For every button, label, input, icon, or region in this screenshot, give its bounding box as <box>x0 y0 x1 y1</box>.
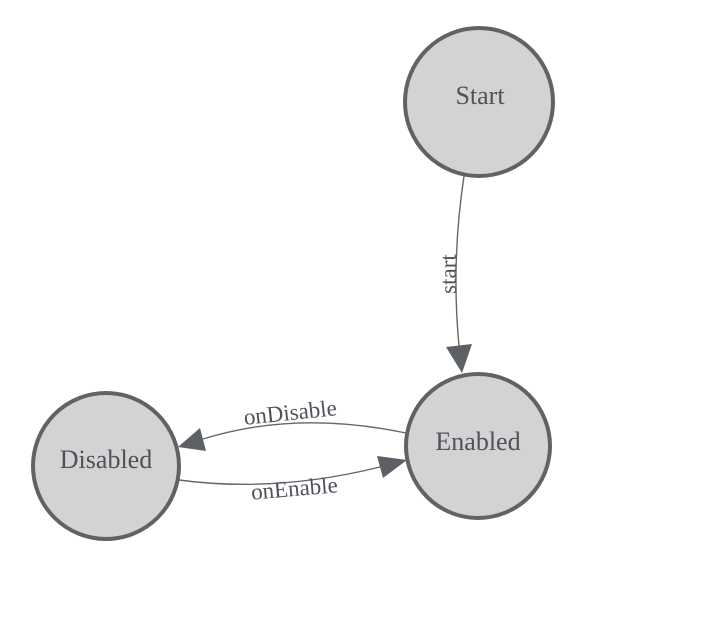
state-circle[interactable] <box>31 391 181 541</box>
state-circle[interactable] <box>404 372 552 520</box>
arrowhead-icon <box>377 456 407 478</box>
state-label-enabled: Enabled <box>435 427 520 456</box>
state-node-enabled[interactable]: Enabled <box>404 372 552 520</box>
transition-edge-line[interactable] <box>202 422 407 440</box>
transition-edge-line[interactable] <box>178 466 381 486</box>
state-label-start: Start <box>455 81 505 110</box>
state-circle[interactable] <box>403 26 555 178</box>
arrowhead-icon <box>446 344 472 373</box>
transition-label-ondisable: onDisable <box>243 395 338 430</box>
transition-edge-line[interactable] <box>455 175 465 347</box>
state-node-start[interactable]: Start <box>403 26 555 178</box>
state-label-disabled: Disabled <box>60 445 152 474</box>
transition-label-start: start <box>436 254 461 294</box>
transition-label-onenable: onEnable <box>250 472 339 504</box>
transition-start-to-enabled[interactable]: start <box>436 175 472 373</box>
transition-disabled-to-enabled[interactable]: onEnable <box>178 456 407 505</box>
transition-enabled-to-disabled[interactable]: onDisable <box>178 395 407 451</box>
arrowhead-icon <box>178 428 206 451</box>
state-node-disabled[interactable]: Disabled <box>31 391 181 541</box>
